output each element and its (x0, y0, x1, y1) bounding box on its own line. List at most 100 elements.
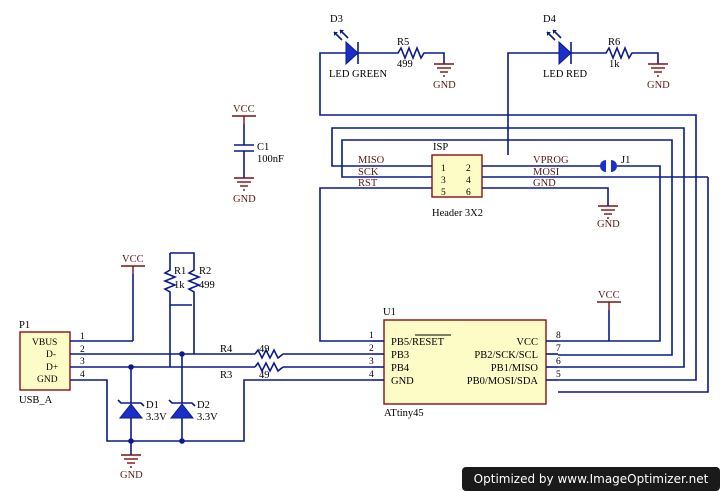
p1-pin-vbus: VBUS (32, 338, 57, 348)
p1-num-4: 4 (80, 370, 85, 380)
wire-miso (331, 127, 685, 368)
r2-designator: R2 (199, 266, 211, 277)
u1-name: ATtiny45 (384, 408, 424, 419)
resistor-r4: R4 49 (220, 344, 284, 360)
d3-name: LED GREEN (329, 69, 387, 80)
gnd-label: GND (433, 80, 456, 91)
resistor-r2: R2 499 (170, 252, 215, 354)
p1-body (19, 331, 71, 391)
u1-pin-gnd: GND (391, 376, 414, 387)
r5-value: 499 (397, 59, 413, 70)
r1-value: 1k (174, 280, 185, 291)
vcc-symbol-right: VCC (597, 290, 621, 341)
c1-value: 100nF (257, 154, 284, 165)
gnd-symbol-bottom: GND (120, 441, 143, 481)
zener-d2: D2 3.3V (168, 354, 218, 441)
resistor-r3: R3 49 (220, 361, 284, 381)
r3-designator: R3 (220, 370, 232, 381)
r2-value: 499 (199, 280, 215, 291)
p1-pin-dplus: D+ (46, 363, 58, 373)
r5-designator: R5 (397, 37, 409, 48)
r6-designator: R6 (608, 37, 620, 48)
isp-pin-1: 1 (441, 164, 446, 174)
net-vprog: VPROG (533, 155, 569, 166)
r4-designator: R4 (220, 344, 233, 355)
gnd-label: GND (233, 194, 256, 205)
r6-value: 1k (609, 59, 620, 70)
u1-pin-pb1: PB1/MISO (491, 363, 539, 374)
isp-body (431, 154, 483, 198)
u1-designator: U1 (383, 307, 396, 318)
watermark-text: Optimized by www.ImageOptimizer.net (474, 472, 709, 486)
r3-value: 49 (259, 370, 270, 381)
ic-u1: U1 1 2 3 4 PB5/RESET PB3 PB4 GND VCC PB2… (369, 307, 561, 419)
d4-designator: D4 (543, 14, 557, 25)
u1-num-1: 1 (369, 331, 374, 341)
gnd-label: GND (647, 80, 670, 91)
jumper-j1: J1 (600, 155, 630, 172)
resistor-r6: R6 1k (571, 37, 659, 70)
net-sck: SCK (358, 167, 379, 178)
isp-pin-2: 2 (466, 164, 471, 174)
gnd-label: GND (120, 470, 143, 481)
isp-pin-5: 5 (441, 188, 446, 198)
u1-pin-pb5: PB5/RESET (391, 337, 445, 348)
led-d3: D3 LED GREEN (329, 14, 387, 80)
d2-value: 3.3V (197, 412, 218, 423)
u1-num-4: 4 (369, 370, 374, 380)
u1-pin-pb0: PB0/MOSI/SDA (467, 376, 539, 387)
c1-designator: C1 (257, 142, 269, 153)
gnd-label: GND (597, 219, 620, 230)
watermark-banner: Optimized by www.ImageOptimizer.net (462, 467, 720, 491)
capacitor-c1: VCC C1 100nF GND (232, 104, 284, 205)
d1-value: 3.3V (146, 412, 167, 423)
d3-designator: D3 (330, 14, 343, 25)
u1-pin-pb3: PB3 (391, 350, 409, 361)
u1-num-8: 8 (556, 331, 561, 341)
wire-d4-anode (507, 52, 559, 155)
isp-pin-4: 4 (466, 176, 471, 186)
resistor-r5: R5 499 (358, 37, 445, 70)
d2-designator: D2 (197, 400, 210, 411)
zener-d1: D1 3.3V (117, 367, 167, 441)
p1-pin-gnd: GND (37, 375, 58, 385)
isp-name: Header 3X2 (432, 208, 483, 219)
vcc-label: VCC (122, 254, 144, 265)
d4-name: LED RED (543, 69, 587, 80)
p1-name: USB_A (19, 395, 53, 406)
p1-num-3: 3 (80, 357, 85, 367)
gnd-symbol-d4: GND (647, 63, 670, 91)
u1-pin-vcc: VCC (516, 337, 538, 348)
wire-isp-gnd (482, 187, 609, 206)
p1-designator: P1 (19, 320, 30, 331)
net-miso: MISO (358, 155, 385, 166)
led-d4: D4 LED RED (543, 14, 587, 80)
vcc-label: VCC (598, 290, 620, 301)
u1-num-3: 3 (369, 357, 374, 367)
u1-pin-pb2: PB2/SCK/SCL (474, 350, 538, 361)
j1-designator: J1 (621, 155, 630, 166)
u1-num-6: 6 (556, 357, 561, 367)
net-mosi: MOSI (533, 167, 560, 178)
usb-connector-p1: P1 VBUS D- D+ GND 1 2 3 4 USB_A (19, 320, 85, 406)
u1-num-7: 7 (556, 344, 561, 354)
gnd-symbol-isp: GND (597, 205, 620, 230)
net-rst: RST (358, 178, 378, 189)
net-gnd: GND (533, 178, 556, 189)
d1-designator: D1 (146, 400, 159, 411)
vcc-label: VCC (233, 104, 255, 115)
wire-mosi (558, 177, 709, 393)
resistor-r1: R1 1k (162, 253, 192, 306)
isp-pin-3: 3 (441, 176, 446, 186)
r1-designator: R1 (174, 266, 186, 277)
p1-num-1: 1 (80, 332, 85, 342)
isp-header: ISP 1 2 3 4 5 6 Header 3X2 (431, 142, 483, 219)
u1-body (383, 319, 547, 405)
r4-value: 49 (259, 344, 270, 355)
u1-pin-pb4: PB4 (391, 363, 410, 374)
vcc-symbol-left: VCC (121, 254, 145, 274)
u1-num-2: 2 (369, 344, 374, 354)
wire-gnd (70, 379, 372, 442)
u1-num-5: 5 (556, 370, 561, 380)
